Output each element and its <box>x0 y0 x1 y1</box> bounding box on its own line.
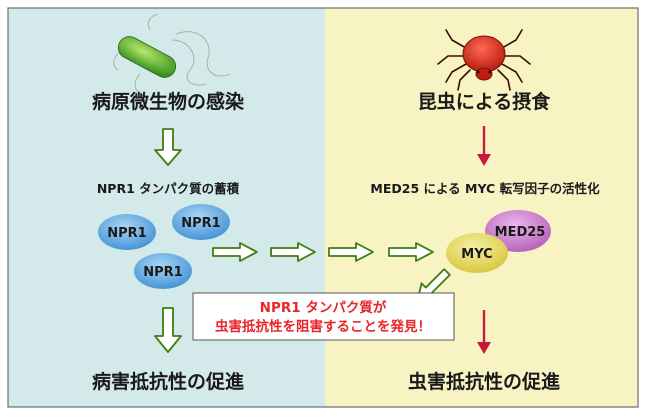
left-step-label: NPR1 タンパク質の蓄積 <box>97 181 240 196</box>
mite-icon <box>437 29 531 91</box>
npr1-label-3: NPR1 <box>143 265 182 280</box>
green-down-arrow-2 <box>154 307 182 353</box>
green-down-arrow-1 <box>154 128 182 166</box>
left-title: 病原微生物の感染 <box>92 90 244 113</box>
red-down-arrow-2 <box>477 310 491 354</box>
npr1-oval-1: NPR1 <box>98 214 156 250</box>
myc-label: MYC <box>461 247 492 262</box>
green-right-arrow-2 <box>270 242 316 262</box>
npr1-label-1: NPR1 <box>107 226 146 241</box>
myc-oval: MYC <box>446 233 508 273</box>
red-down-arrow-1 <box>477 126 491 166</box>
npr1-oval-3: NPR1 <box>134 253 192 289</box>
npr1-oval-2: NPR1 <box>172 204 230 240</box>
outer-border <box>7 7 639 408</box>
callout-line-1: NPR1 タンパク質が <box>260 299 387 316</box>
bacterium-icon <box>113 13 231 97</box>
right-step-label: MED25 による MYC 転写因子の活性化 <box>370 181 600 196</box>
med25-label: MED25 <box>495 225 546 240</box>
right-result: 虫害抵抗性の促進 <box>408 370 560 393</box>
green-right-arrow-1 <box>212 242 258 262</box>
green-right-arrow-3 <box>328 242 374 262</box>
right-title: 昆虫による摂食 <box>418 90 551 113</box>
green-right-arrow-4 <box>388 242 434 262</box>
left-result: 病害抵抗性の促進 <box>92 370 244 393</box>
callout-line-2: 虫害抵抗性を阻害することを発見！ <box>215 318 431 335</box>
finding-callout: NPR1 タンパク質が 虫害抵抗性を阻害することを発見！ <box>192 292 455 341</box>
npr1-label-2: NPR1 <box>181 216 220 231</box>
